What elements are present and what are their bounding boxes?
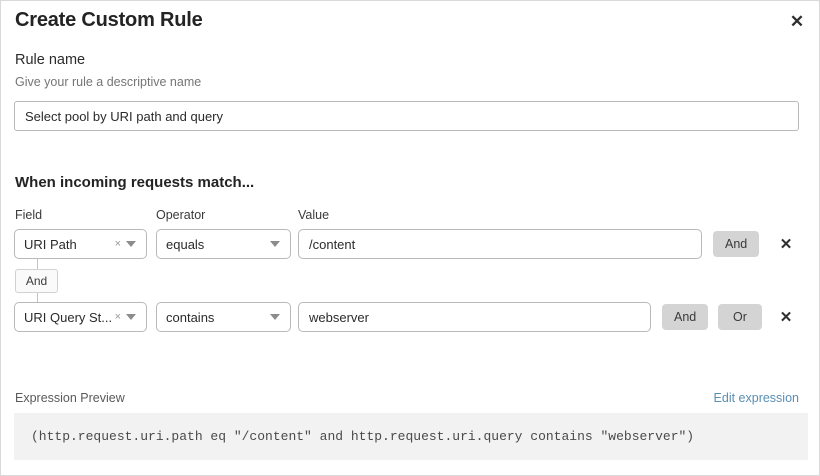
operator-select-value-0: equals [166,236,205,252]
or-button-1[interactable]: Or [718,304,762,330]
joiner-line-top [37,259,38,270]
rule-name-input[interactable] [14,101,799,131]
field-select-value-1: URI Query St... [24,309,113,325]
edit-expression-link[interactable]: Edit expression [713,391,799,405]
value-input-1[interactable] [298,302,651,332]
rule-name-help-text: Give your rule a descriptive name [15,75,202,89]
value-input-0[interactable] [298,229,702,259]
joiner-line-bottom [37,293,38,303]
chevron-down-icon[interactable] [126,314,136,320]
clear-icon[interactable]: × [114,310,121,323]
operator-select-1[interactable]: contains [156,302,291,332]
field-select-value-0: URI Path [24,236,77,252]
and-button-1[interactable]: And [662,304,709,330]
chevron-down-icon[interactable] [126,241,136,247]
joiner-and-toggle[interactable]: And [15,269,58,293]
column-header-field: Field [15,208,43,222]
field-select-1[interactable]: URI Query St... × [14,302,147,332]
column-header-operator: Operator [156,208,206,222]
clear-icon[interactable]: × [114,237,121,250]
condition-row: URI Path × equals And ✕ [1,229,819,259]
field-select-0[interactable]: URI Path × [14,229,147,259]
rule-name-label: Rule name [15,52,86,68]
chevron-down-icon[interactable] [270,314,280,320]
match-section-heading: When incoming requests match... [15,174,255,191]
operator-select-value-1: contains [166,309,215,325]
delete-row-icon[interactable]: ✕ [773,303,799,331]
condition-row: URI Query St... × contains And Or ✕ [1,302,819,332]
expression-preview-box: (http.request.uri.path eq "/content" and… [14,413,808,460]
delete-row-icon[interactable]: ✕ [773,230,799,258]
operator-select-0[interactable]: equals [156,229,291,259]
close-icon[interactable]: ✕ [783,7,811,35]
and-button-0[interactable]: And [713,231,760,257]
chevron-down-icon[interactable] [270,241,280,247]
column-header-value: Value [298,208,330,222]
dialog-title: Create Custom Rule [15,9,203,31]
expression-preview-text: (http.request.uri.path eq "/content" and… [31,429,695,444]
expression-preview-label: Expression Preview [15,391,125,405]
